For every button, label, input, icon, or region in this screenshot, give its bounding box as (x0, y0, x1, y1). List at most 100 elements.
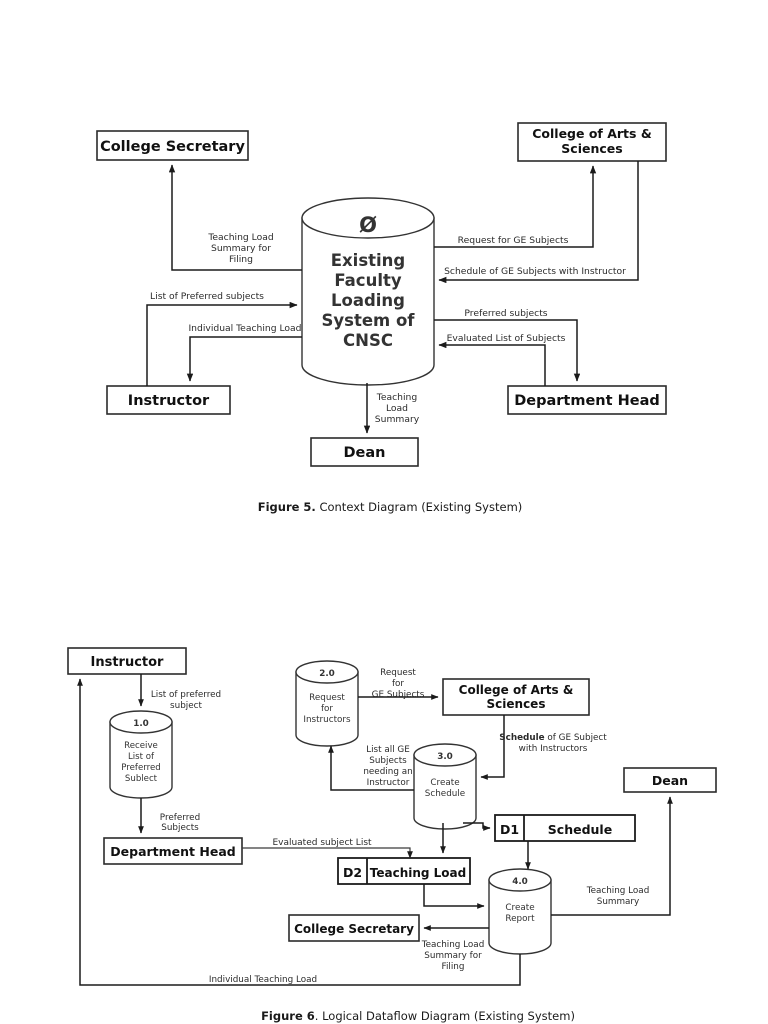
flow-d2-to-process4 (423, 884, 485, 909)
context-process-name-line-4: System of (322, 311, 416, 330)
flow-label-tls-dfd-line-2: Summary (597, 897, 640, 907)
flow-label-request-ge-dfd-line-1: Request (380, 668, 416, 678)
datastore-d1-schedule[interactable]: D1 Schedule (494, 814, 636, 842)
flow-label-preferred-subjects-context: Preferred subjects (464, 308, 547, 319)
entity-dean-dfd-label: Dean (652, 773, 688, 788)
entity-instructor-dfd[interactable]: Instructor (67, 647, 187, 675)
flow-label-list-all-ge-line-1: List all GE (366, 745, 410, 755)
flow-label-request-ge-subjects-context: Request for GE Subjects (458, 235, 569, 246)
process-1-0-name-line-1: Receive (124, 741, 158, 751)
process-3-0-number: 3.0 (437, 752, 453, 762)
flow-list-all-ge-subjects-needing-instructor (328, 745, 414, 791)
entity-college-of-arts-sciences-dfd[interactable]: College of Arts & Sciences (442, 678, 590, 716)
flow-label-schedule-ge-dfd-line-2: with Instructors (519, 744, 588, 754)
context-central-process: Ø Existing Faculty Loading System of CNS… (301, 197, 435, 386)
flow-label-tls-filing-dfd-line-1: Teaching Load (421, 940, 485, 950)
flow-request-for-ge-subjects-context (434, 165, 597, 248)
figure5-caption-text: Context Diagram (Existing System) (316, 500, 522, 514)
flow-evaluated-subject-list-dfd (242, 847, 413, 859)
context-process-name-line-5: CNSC (343, 331, 393, 350)
process-1-0-name-line-3: Preferred (121, 763, 160, 773)
flow-label-schedule-ge-with-instructor-context: Schedule of GE Subjects with Instructor (444, 266, 626, 277)
context-process-number: Ø (359, 213, 377, 237)
figure5-caption: Figure 5. Context Diagram (Existing Syst… (258, 500, 523, 514)
process-4-0-name-line-1: Create (505, 903, 534, 913)
entity-cas-dfd-label-line-2: Sciences (487, 697, 546, 711)
entity-cas-dfd-label-line-1: College of Arts & (459, 683, 574, 697)
process-3-0-name-line-1: Create (430, 778, 459, 788)
process-1-0-name-line-2: List of (128, 752, 155, 762)
process-2-0-number: 2.0 (319, 669, 335, 679)
process-2-0-name-line-3: Instructors (303, 715, 351, 725)
flow-label-tls-context-line-2: Load (386, 403, 408, 414)
flow-individual-teaching-load-context (186, 336, 302, 382)
entity-college-secretary-context[interactable]: College Secretary (96, 130, 249, 161)
context-process-name-line-3: Loading (331, 291, 405, 310)
flow-label-tls-filing-dfd-line-3: Filing (442, 962, 465, 972)
flow-process3-to-d1 (463, 822, 491, 831)
flow-label-tls-context-line-1: Teaching (376, 392, 417, 403)
flow-label-list-preferred-subject-line-2: subject (170, 701, 202, 711)
flow-label-list-preferred-subject-line-1: List of preferred (151, 690, 221, 700)
entity-department-head-dfd[interactable]: Department Head (103, 837, 243, 865)
flow-label-list-all-ge-line-2: Subjects (369, 756, 407, 766)
datastore-d1-label: Schedule (548, 822, 612, 837)
flow-label-schedule-ge-rest: of GE Subject (545, 733, 608, 743)
flow-label-individual-teaching-load-context: Individual Teaching Load (188, 323, 301, 334)
process-4-0-name-line-2: Report (505, 914, 535, 924)
entity-department-head-context-label: Department Head (514, 393, 660, 409)
entity-college-of-arts-sciences-context[interactable]: College of Arts & Sciences (517, 122, 667, 162)
process-4-0-number: 4.0 (512, 877, 528, 887)
entity-dean-dfd[interactable]: Dean (623, 767, 717, 793)
process-1-0: 1.0 Receive List of Preferred Sublect (109, 710, 173, 799)
entity-instructor-context-label: Instructor (128, 393, 210, 409)
flow-teaching-load-summary-dfd (551, 796, 673, 916)
flow-label-request-ge-dfd-line-3: GE Subjects (372, 690, 425, 700)
entity-college-secretary-dfd[interactable]: College Secretary (288, 914, 420, 942)
process-2-0-name-line-1: Request (309, 693, 345, 703)
entity-dean-context[interactable]: Dean (310, 437, 419, 467)
entity-dean-context-label: Dean (344, 445, 386, 461)
figure5-caption-label: Figure 5. (258, 500, 316, 514)
entity-instructor-context[interactable]: Instructor (106, 385, 231, 415)
entity-college-secretary-context-label: College Secretary (100, 139, 245, 155)
entity-department-head-context[interactable]: Department Head (507, 385, 667, 415)
flow-teaching-load-summary-for-filing-context (168, 164, 302, 271)
flow-label-tls-filing-line-1: Teaching Load (207, 232, 273, 243)
entity-college-secretary-dfd-label: College Secretary (294, 922, 414, 936)
context-process-name-line-2: Faculty (334, 271, 402, 290)
flow-label-tls-filing-line-2: Summary for (211, 243, 271, 254)
process-3-0-name-line-2: Schedule (425, 789, 465, 799)
flow-label-preferred-subjects-dfd-line-2: Subjects (161, 823, 199, 833)
datastore-d1-code: D1 (500, 822, 519, 837)
flow-label-tls-filing-line-3: Filing (229, 254, 253, 265)
figure6-caption-label: Figure 6 (261, 1009, 315, 1023)
flow-schedule-ge-subjects-with-instructor-context (438, 161, 639, 284)
flow-label-request-ge-dfd-line-2: for (392, 679, 404, 689)
flow-preferred-subjects-context (434, 319, 581, 382)
process-1-0-number: 1.0 (133, 719, 149, 729)
flow-label-individual-teaching-load-dfd: Individual Teaching Load (209, 975, 317, 985)
process-2-0: 2.0 Request for Instructors (295, 660, 359, 747)
datastore-d2-teaching-load[interactable]: D2 Teaching Load (337, 857, 471, 885)
flow-label-tls-filing-dfd-line-2: Summary for (424, 951, 482, 961)
flow-label-schedule-ge-bold: Schedule (499, 733, 544, 743)
entity-instructor-dfd-label: Instructor (91, 655, 165, 670)
flow-label-schedule-ge-dfd-line-1: Schedule of GE Subject (499, 733, 607, 743)
flow-label-preferred-subjects-dfd-line-1: Preferred (160, 813, 200, 823)
process-4-0: 4.0 Create Report (488, 868, 552, 955)
context-process-name-line-1: Existing (331, 251, 406, 270)
entity-cas-context-label-line-1: College of Arts & (532, 126, 652, 141)
figure6-caption: Figure 6. Logical Dataflow Diagram (Exis… (261, 1009, 575, 1023)
flow-label-tls-dfd-line-1: Teaching Load (586, 886, 650, 896)
flow-label-list-preferred-subjects-context: List of Preferred subjects (150, 291, 264, 302)
datastore-d2-label: Teaching Load (370, 866, 467, 880)
flow-schedule-ge-subject-with-instructors-dfd (480, 715, 505, 780)
flow-label-tls-context-line-3: Summary (375, 414, 420, 425)
process-3-0: 3.0 Create Schedule (413, 743, 477, 830)
flow-list-of-preferred-subjects-context (146, 301, 298, 386)
flow-label-list-all-ge-line-4: Instructor (367, 778, 410, 788)
flow-individual-teaching-load-dfd (77, 678, 521, 986)
flow-label-list-all-ge-line-3: needing an (363, 767, 412, 777)
